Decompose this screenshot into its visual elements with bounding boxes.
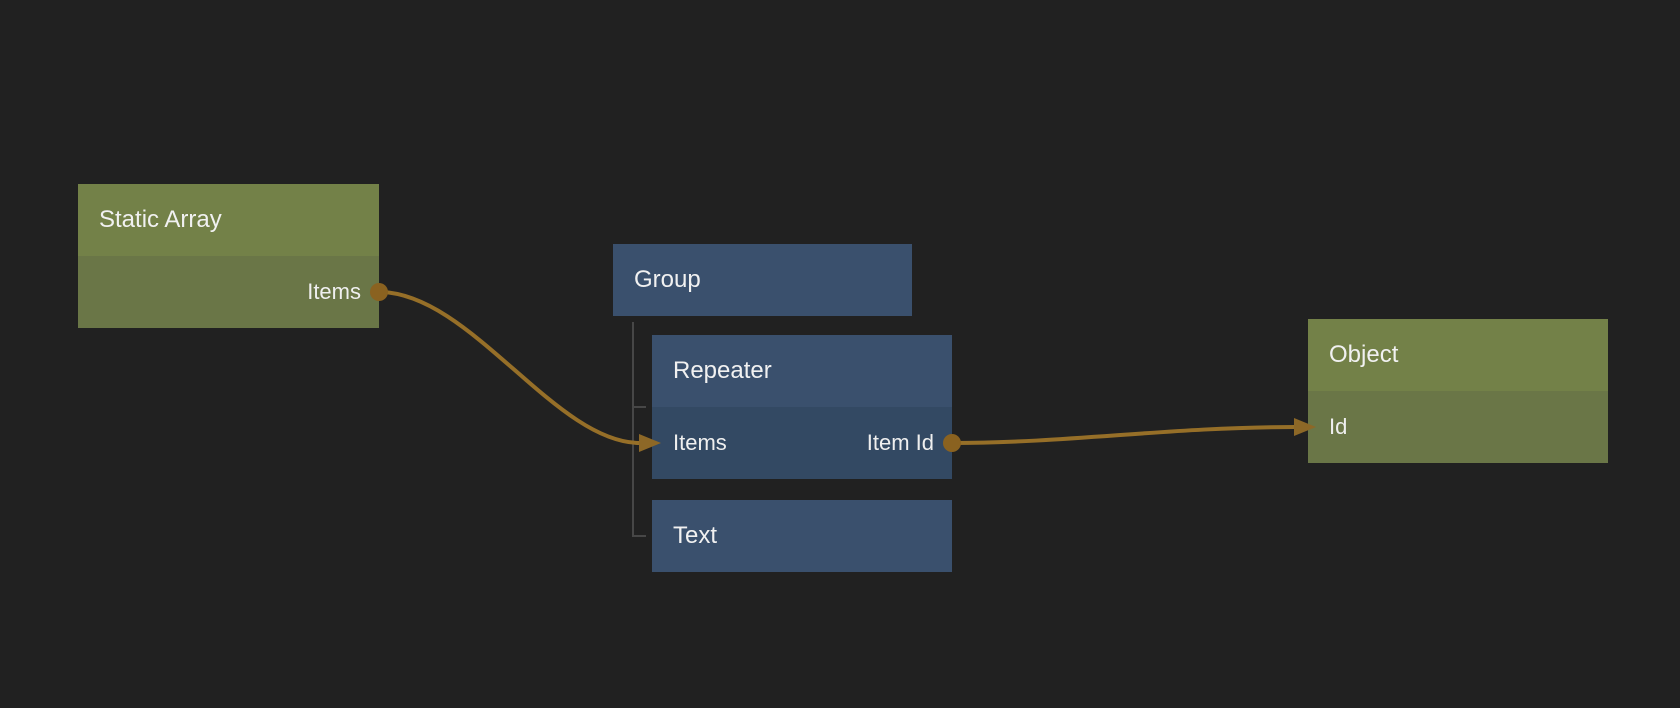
node-title: Static Array [99,206,222,233]
output-port-label[interactable]: Items [307,279,361,304]
node-title: Repeater [673,357,772,384]
wire-repeater-to-object[interactable] [950,425,1297,445]
input-port-label[interactable]: Items [673,430,727,455]
input-port-label[interactable]: Id [1329,414,1348,439]
port-row-items-output[interactable]: Items [78,256,379,328]
node-repeater[interactable]: Repeater Items Item Id [652,335,952,479]
node-title: Group [634,266,701,293]
node-group-header[interactable]: Group [613,244,912,316]
port-row-id-input[interactable]: Id [1308,391,1608,463]
wire-staticarray-to-repeater[interactable] [377,290,642,445]
node-title: Object [1329,341,1399,368]
node-title: Text [673,522,718,549]
node-object-header[interactable]: Object [1308,319,1608,391]
node-object[interactable]: Object Id [1308,319,1608,463]
node-repeater-header[interactable]: Repeater [652,335,952,407]
node-static-array-header[interactable]: Static Array [78,184,379,256]
hierarchy-tree-line [632,322,646,537]
node-group[interactable]: Group [613,244,912,316]
output-port-label[interactable]: Item Id [866,430,934,455]
node-text[interactable]: Text [652,500,952,572]
port-row-items-itemid[interactable]: Items Item Id [652,407,952,479]
node-text-header[interactable]: Text [652,500,952,572]
node-static-array[interactable]: Static Array Items [78,184,379,328]
